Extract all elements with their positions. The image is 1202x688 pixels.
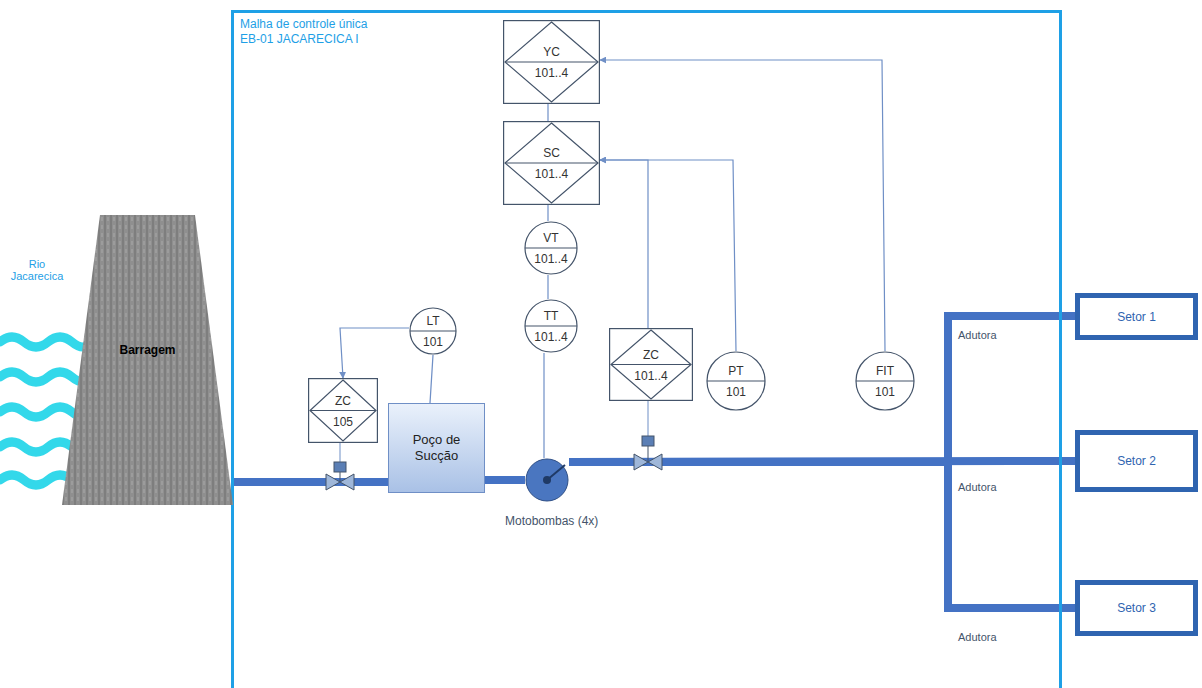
loop-number: 101 xyxy=(409,335,457,349)
signal-line xyxy=(600,160,736,351)
signal-line xyxy=(600,60,885,351)
loop-number: 101..4 xyxy=(524,252,578,266)
sector-box: Setor 1 xyxy=(1075,293,1198,340)
loop-number: 101 xyxy=(706,385,766,399)
circle-outline xyxy=(855,351,915,411)
loop-number: 101 xyxy=(855,385,915,399)
instrument-tag: FIT xyxy=(855,364,915,378)
instrument-bubble: VT 101..4 xyxy=(524,221,578,275)
pump-outline xyxy=(525,458,569,502)
signal-line xyxy=(430,355,433,403)
instrument-tag: VT xyxy=(524,231,578,245)
instrument-bubble: TT 101..4 xyxy=(524,299,578,353)
sector-box: Setor 3 xyxy=(1075,580,1198,636)
suction-well: Poço de Sucção xyxy=(388,403,485,493)
river-name: Rio Jacarecica xyxy=(2,258,72,282)
controller-symbol: YC 101..4 xyxy=(503,20,600,104)
signal-line xyxy=(600,160,648,328)
dam-label: Barragem xyxy=(119,343,175,357)
pipe-line xyxy=(485,476,525,484)
instrument-tag: ZC xyxy=(308,394,378,408)
instrument-bubble: FIT 101 xyxy=(855,351,915,411)
loop-number: 105 xyxy=(308,415,378,429)
dam-shape: Barragem xyxy=(62,215,233,505)
instrument-tag: TT xyxy=(524,309,578,323)
instrument-bubble: LT 101 xyxy=(409,307,457,355)
instrument-tag: ZC xyxy=(609,348,693,362)
dam-outline xyxy=(62,215,233,505)
region-title: Malha de controle única xyxy=(240,17,1059,32)
sector-label: Setor 3 xyxy=(1117,601,1156,615)
signal-line xyxy=(547,275,548,299)
controller-symbol: SC 101..4 xyxy=(503,121,600,205)
loop-number: 101..4 xyxy=(503,66,600,80)
instrument-tag: LT xyxy=(409,314,457,328)
pipe-line xyxy=(233,478,388,486)
instrument-tag: YC xyxy=(503,45,600,59)
loop-number: 101..4 xyxy=(503,167,600,181)
pump-label: Motobombas (4x) xyxy=(505,514,598,528)
diamond-outline xyxy=(308,378,378,443)
controller-symbol: ZC 101..4 xyxy=(609,328,693,401)
diamond-outline xyxy=(609,328,693,401)
pipe-line xyxy=(569,462,1075,608)
signal-line xyxy=(543,353,544,458)
diamond-outline xyxy=(503,121,600,205)
region-title: EB-01 JACARECICA I xyxy=(240,32,1059,47)
instrument-tag: SC xyxy=(503,146,600,160)
pipeline-label: Adutora xyxy=(958,329,1018,341)
circle-outline xyxy=(706,351,766,411)
instrument-tag: PT xyxy=(706,364,766,378)
pipeline-label: Adutora xyxy=(958,631,1018,643)
signal-line xyxy=(340,328,409,378)
instrument-bubble: PT 101 xyxy=(706,351,766,411)
tank-label: Poço de Sucção xyxy=(393,432,480,464)
circle-outline xyxy=(524,221,578,275)
pipeline-label: Adutora xyxy=(958,481,1018,493)
control-loop-region: Malha de controle únicaEB-01 JACARECICA … xyxy=(231,10,1062,688)
loop-number: 101..4 xyxy=(524,330,578,344)
diamond-outline xyxy=(503,20,600,104)
loop-number: 101..4 xyxy=(609,369,693,383)
sector-label: Setor 1 xyxy=(1117,310,1156,324)
pump-symbol: Motobombas (4x) xyxy=(525,458,569,502)
controller-symbol: ZC 105 xyxy=(308,378,378,443)
circle-outline xyxy=(524,299,578,353)
sector-box: Setor 2 xyxy=(1075,430,1198,492)
pipe-line xyxy=(569,316,1075,462)
signal-line xyxy=(547,205,548,221)
sector-label: Setor 2 xyxy=(1117,454,1156,468)
signal-line xyxy=(547,104,548,121)
